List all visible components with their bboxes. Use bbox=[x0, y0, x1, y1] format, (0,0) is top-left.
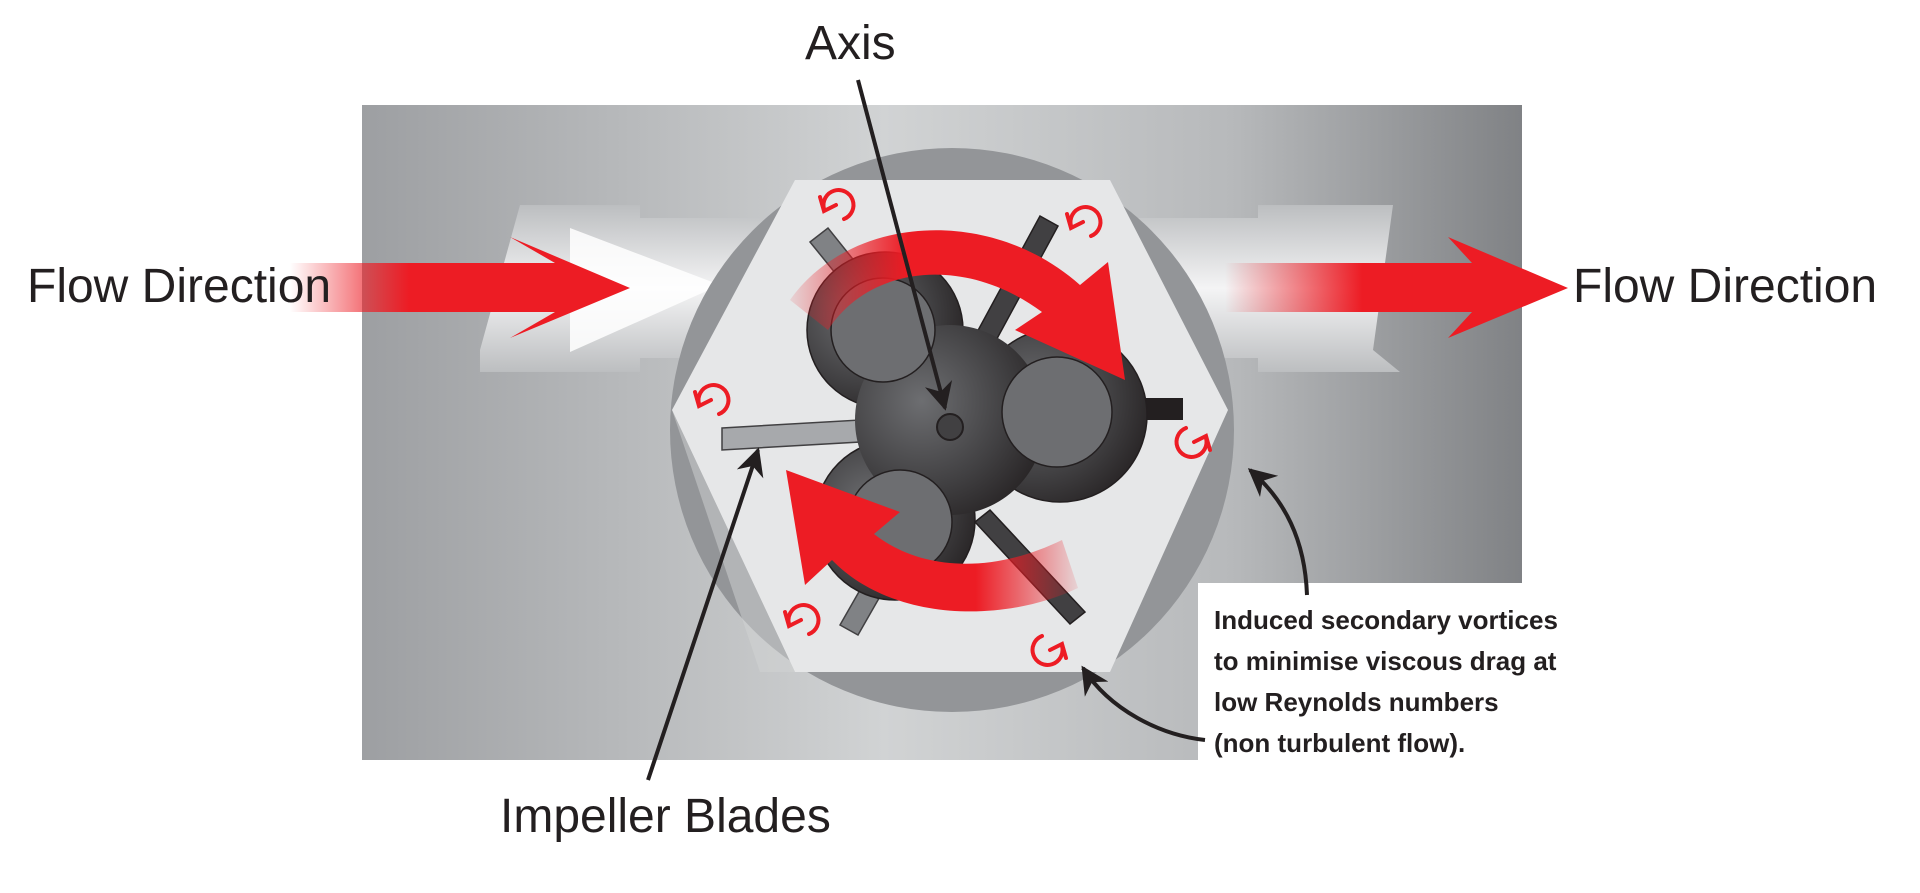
pointer-arrow-icon bbox=[856, 79, 953, 411]
flow-direction-inlet-label: Flow Direction bbox=[27, 260, 332, 313]
note-line: to minimise viscous drag at bbox=[1214, 646, 1557, 676]
vortex-icon bbox=[693, 383, 731, 416]
note-line: Induced secondary vortices bbox=[1214, 605, 1558, 635]
pointer-arrow-icon bbox=[1247, 468, 1309, 596]
flow-arrow-icon bbox=[290, 237, 630, 338]
vortex-swirls bbox=[693, 188, 1212, 667]
rotation-arrow-icon bbox=[786, 470, 1078, 612]
pointer-arrow-icon bbox=[646, 447, 764, 781]
rotation-arrow-icon bbox=[790, 230, 1125, 380]
flow-direction-outlet-label: Flow Direction bbox=[1573, 260, 1878, 313]
flow-arrow-icon bbox=[1225, 237, 1568, 338]
pointer-arrow-icon bbox=[1081, 665, 1206, 742]
axis-hub bbox=[936, 413, 964, 441]
vortex-icon bbox=[1174, 426, 1212, 459]
inlet-channel bbox=[570, 228, 720, 352]
axis-label: Axis bbox=[805, 17, 896, 70]
vortex-note: Induced secondary vortices to minimise v… bbox=[1214, 600, 1558, 764]
vortex-icon bbox=[1030, 634, 1068, 667]
note-line: (non turbulent flow). bbox=[1214, 728, 1466, 758]
note-line: low Reynolds numbers bbox=[1214, 687, 1499, 717]
vortex-icon bbox=[1065, 205, 1103, 238]
vortex-icon bbox=[818, 188, 856, 221]
impeller-blades-label: Impeller Blades bbox=[500, 790, 831, 843]
vortex-icon bbox=[783, 603, 821, 636]
